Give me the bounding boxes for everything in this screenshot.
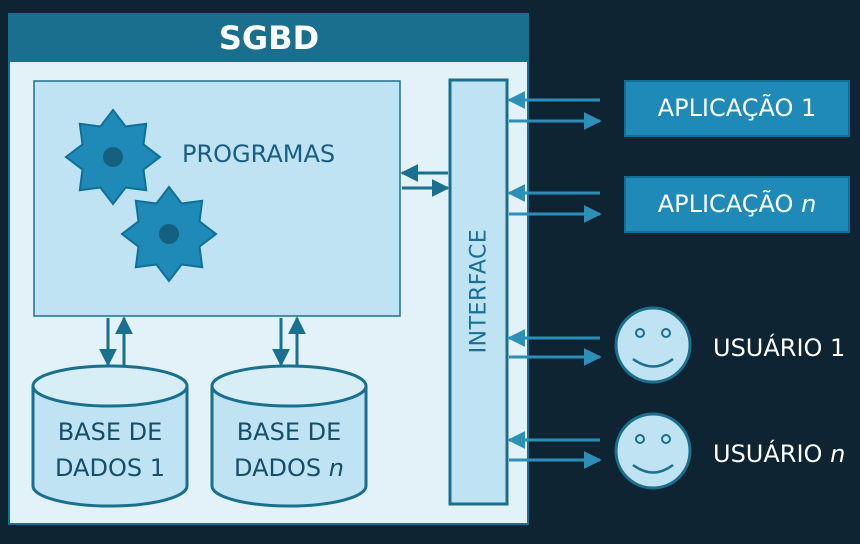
programs-box (33, 80, 401, 317)
user-smiley-icon (614, 306, 692, 384)
database-cylinder (31, 364, 189, 508)
interface-label: INTERFACE (466, 228, 492, 354)
database-label: BASE DE DADOS n (212, 414, 366, 486)
application-box: APLICAÇÃO 1 (624, 80, 850, 137)
sgbd-header (9, 14, 528, 62)
programs-label: PROGRAMAS (182, 140, 336, 168)
user-label: USUÁRIO n (713, 440, 846, 468)
application-box: APLICAÇÃO n (624, 176, 850, 233)
interface-box (448, 78, 509, 506)
sgbd-title: SGBD (218, 19, 320, 57)
database-label-line1: BASE DE (236, 418, 342, 446)
database-cylinder (210, 364, 368, 508)
gear-icon (120, 185, 218, 283)
database-label-line2: DADOS 1 (55, 454, 165, 482)
database-label-line2: DADOS n (234, 454, 344, 482)
database-label: BASE DE DADOS 1 (33, 414, 187, 486)
database-label-line1: BASE DE (57, 418, 163, 446)
user-label: USUÁRIO 1 (713, 334, 846, 362)
gear-icon (64, 108, 162, 206)
user-smiley-icon (614, 412, 692, 490)
